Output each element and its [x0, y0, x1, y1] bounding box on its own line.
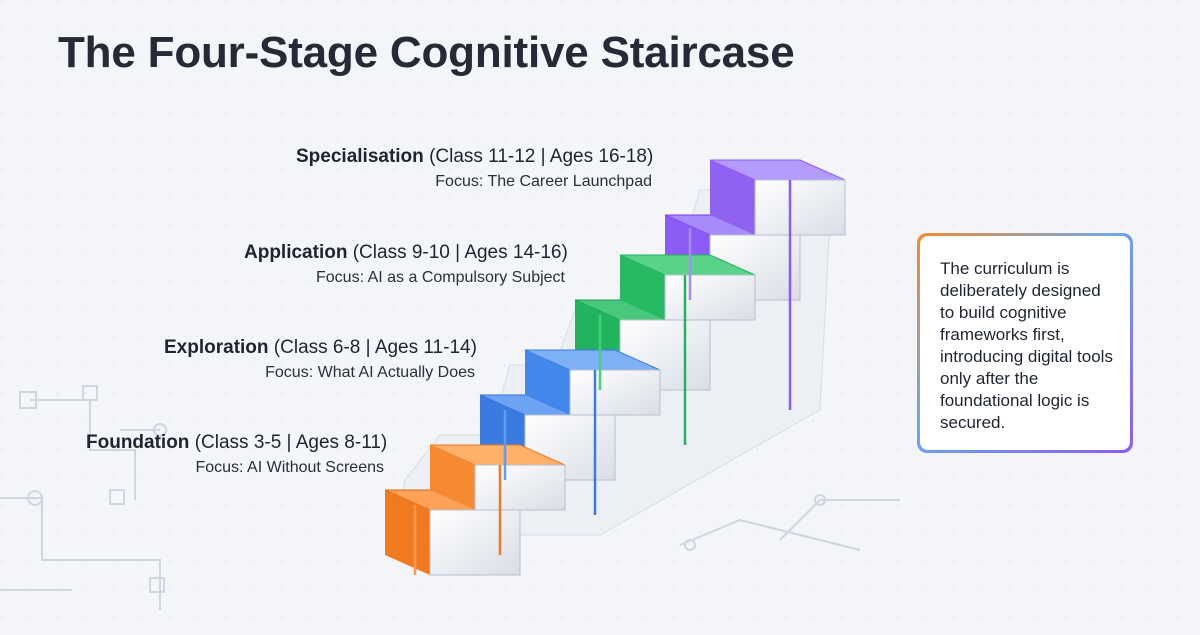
staircase-illustration	[360, 110, 920, 630]
stage-heading: Specialisation (Class 11-12 | Ages 16-18…	[296, 145, 654, 169]
stage-name: Exploration	[164, 337, 269, 358]
stage-focus: Focus: What AI Actually Does	[265, 364, 475, 381]
stage-details: (Class 6-8 | Ages 11-14)	[273, 337, 477, 358]
foundation-block	[384, 444, 566, 576]
summary-card: The curriculum is deliberately designed …	[917, 233, 1133, 453]
stage-heading: Foundation (Class 3-5 | Ages 8-11)	[86, 431, 387, 455]
stage-name: Foundation	[86, 432, 190, 453]
stage-label-exploration: Exploration (Class 6-8 | Ages 11-14) Foc…	[164, 336, 477, 384]
stage-focus: Focus: AI as a Compulsory Subject	[316, 269, 565, 286]
stage-details: (Class 9-10 | Ages 14-16)	[352, 242, 568, 263]
stage-details: (Class 3-5 | Ages 8-11)	[194, 432, 388, 453]
stage-label-specialisation: Specialisation (Class 11-12 | Ages 16-18…	[296, 145, 654, 193]
stage-name: Application	[244, 242, 348, 263]
stage-heading: Application (Class 9-10 | Ages 14-16)	[244, 241, 568, 265]
stage-heading: Exploration (Class 6-8 | Ages 11-14)	[164, 336, 477, 360]
stage-focus: Focus: The Career Launchpad	[435, 173, 652, 190]
page-title: The Four-Stage Cognitive Staircase	[58, 28, 795, 77]
application-block	[574, 254, 756, 391]
stage-details: (Class 11-12 | Ages 16-18)	[429, 146, 654, 167]
staircase-blocks-icon	[384, 159, 846, 576]
summary-text: The curriculum is deliberately designed …	[920, 236, 1130, 450]
stage-name: Specialisation	[296, 146, 424, 167]
stage-label-application: Application (Class 9-10 | Ages 14-16) Fo…	[244, 241, 568, 289]
stage-label-foundation: Foundation (Class 3-5 | Ages 8-11) Focus…	[86, 431, 387, 479]
stage-focus: Focus: AI Without Screens	[195, 459, 384, 476]
